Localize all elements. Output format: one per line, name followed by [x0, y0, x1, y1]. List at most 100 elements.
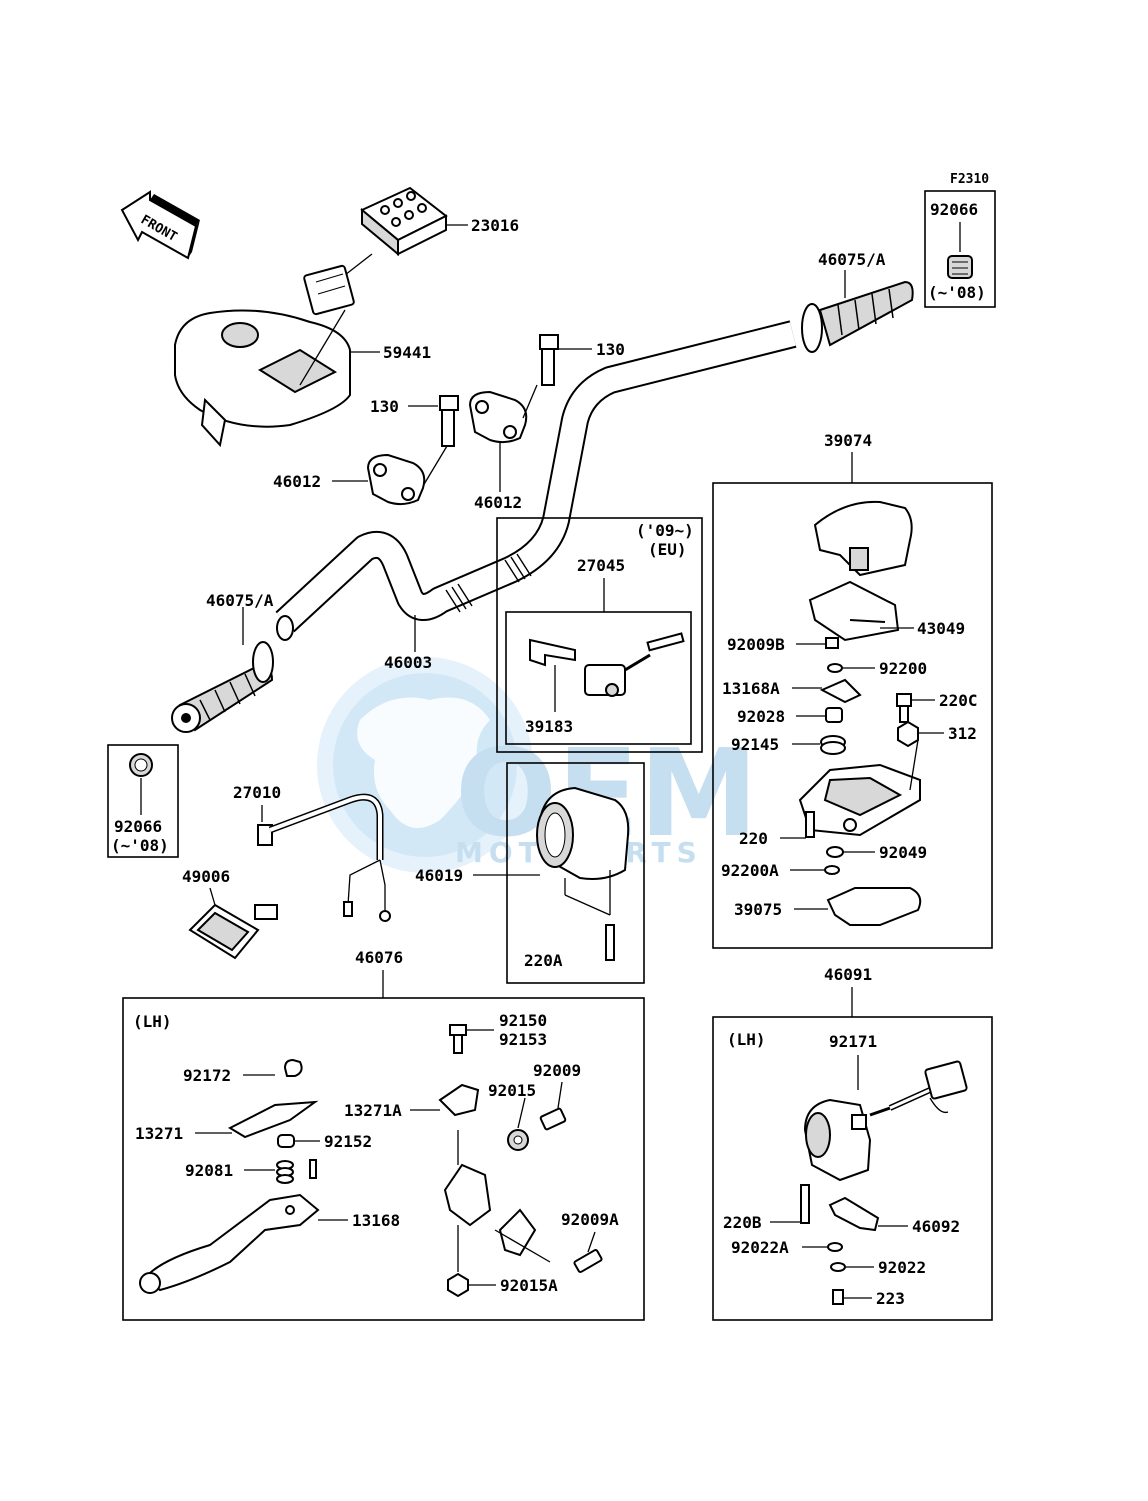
- label-46012-left: 46012: [273, 472, 321, 491]
- bolt-130-icon: [439, 334, 559, 447]
- plate-13271: [227, 1100, 319, 1139]
- washer-92200-icon: [827, 663, 843, 673]
- handlebar-46003: [275, 320, 797, 641]
- label-92171: 92171: [829, 1032, 877, 1051]
- plug-cap-icon: [947, 255, 973, 279]
- label-46003: 46003: [384, 653, 432, 672]
- label-27010: 27010: [233, 783, 281, 802]
- connector-23016: [303, 186, 448, 316]
- label-92200A: 92200A: [721, 861, 779, 880]
- label-92009: 92009: [533, 1061, 581, 1080]
- label-220B: 220B: [723, 1213, 762, 1232]
- label-312: 312: [948, 724, 977, 743]
- spring-92081-icon: [276, 1159, 317, 1184]
- note-lh-right: (LH): [727, 1030, 766, 1049]
- label-92009A: 92009A: [561, 1210, 619, 1229]
- label-220: 220: [739, 829, 768, 848]
- bolt-92009a-icon: [573, 1249, 603, 1273]
- switch-housing-46091: [803, 1060, 968, 1182]
- label-46092: 46092: [912, 1217, 960, 1236]
- label-92081: 92081: [185, 1161, 233, 1180]
- clutch-lever-13168: [139, 1193, 320, 1294]
- label-49006: 49006: [182, 867, 230, 886]
- label-13271A: 13271A: [344, 1101, 402, 1120]
- label-92145: 92145: [731, 735, 779, 754]
- label-220C: 220C: [939, 691, 978, 710]
- bolt-92150-icon: [449, 1024, 467, 1036]
- label-92066-top: 92066: [930, 200, 978, 219]
- label-13271: 13271: [135, 1124, 183, 1143]
- nut-312-icon: [897, 720, 919, 748]
- nut-92015a-icon: [447, 1272, 469, 1298]
- label-223: 223: [876, 1289, 905, 1308]
- washer-92049-icon: [826, 846, 844, 858]
- box-46091: [712, 1016, 993, 1321]
- housing-39074-base: [798, 763, 921, 837]
- washer-92200a-icon: [824, 865, 840, 875]
- nut-92152-icon: [277, 1134, 295, 1148]
- pad-43049: [808, 580, 900, 642]
- washer-92022-icon: [830, 1262, 846, 1272]
- note-upto08-left: (~'08): [111, 836, 169, 855]
- plate-13168a-icon: [819, 678, 862, 704]
- label-46091: 46091: [824, 965, 872, 984]
- box-eu-09: [496, 517, 703, 753]
- collar-92028-icon: [825, 707, 843, 723]
- throttle-housing-46019: [536, 786, 630, 880]
- label-130-left: 130: [370, 397, 399, 416]
- label-92152: 92152: [324, 1132, 372, 1151]
- cover-39074: [813, 500, 913, 577]
- lever-46092: [828, 1196, 880, 1232]
- handlebar-holder-46012: [366, 390, 528, 506]
- diagram-code: F2310: [950, 172, 989, 187]
- note-eu: (EU): [648, 540, 687, 559]
- note-upto08-top: (~'08): [928, 283, 986, 302]
- box-27045: [505, 611, 692, 745]
- lever-bracket-icon: [443, 1163, 551, 1263]
- label-46075a-left: 46075/A: [206, 591, 274, 610]
- screw-223-icon: [832, 1289, 844, 1305]
- label-92022A: 92022A: [731, 1238, 789, 1257]
- plug-cap-left-icon: [129, 753, 153, 777]
- switch-27045: [529, 632, 685, 697]
- box-92066-left: [107, 744, 179, 858]
- screw-220c-icon: [896, 693, 912, 707]
- label-27045: 27045: [577, 556, 625, 575]
- label-39074: 39074: [824, 431, 872, 450]
- note-from09: ('09~): [636, 521, 694, 540]
- washer-92022a-icon: [827, 1242, 843, 1252]
- note-lh-left: (LH): [133, 1012, 172, 1031]
- label-39183: 39183: [525, 717, 573, 736]
- spring-92145-icon: [820, 735, 846, 755]
- box-39074: [712, 482, 993, 949]
- label-92028: 92028: [737, 707, 785, 726]
- label-92049: 92049: [879, 843, 927, 862]
- label-92150: 92150: [499, 1011, 547, 1030]
- label-23016: 23016: [471, 216, 519, 235]
- label-59441: 59441: [383, 343, 431, 362]
- throttle-cable-27010: [257, 793, 391, 922]
- boot-49006: [188, 903, 278, 960]
- label-220A: 220A: [524, 951, 563, 970]
- label-46075a-top: 46075/A: [818, 250, 886, 269]
- adjuster-92015-icon: [507, 1129, 529, 1151]
- label-46076: 46076: [355, 948, 403, 967]
- label-92172: 92172: [183, 1066, 231, 1085]
- label-13168A: 13168A: [722, 679, 780, 698]
- label-92066-left: 92066: [114, 817, 162, 836]
- label-92200: 92200: [879, 659, 927, 678]
- label-46019: 46019: [415, 866, 463, 885]
- label-92022: 92022: [878, 1258, 926, 1277]
- box-46076: [122, 997, 645, 1321]
- handlebar-cover-59441: [174, 309, 351, 448]
- label-46012-right: 46012: [474, 493, 522, 512]
- screw-92172-icon: [283, 1058, 303, 1077]
- screw-92009-icon: [539, 1107, 567, 1131]
- label-92015A: 92015A: [500, 1276, 558, 1295]
- bracket-13271a: [438, 1083, 480, 1117]
- lever-39075: [826, 887, 922, 926]
- screw-220a-icon: [605, 924, 615, 961]
- screw-220b-icon: [800, 1184, 810, 1224]
- box-92066-top: [924, 190, 996, 308]
